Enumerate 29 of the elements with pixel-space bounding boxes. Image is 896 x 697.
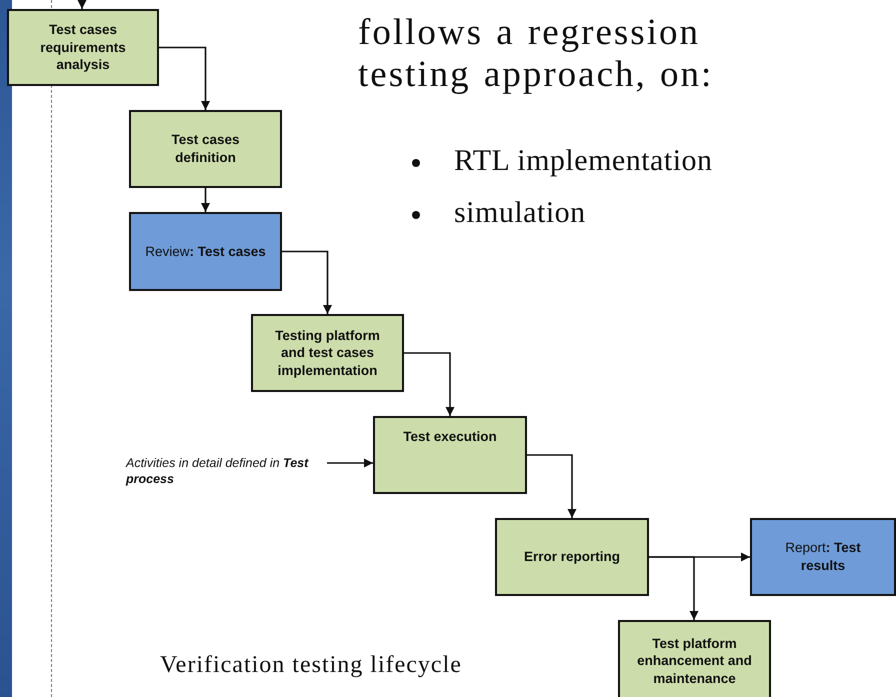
annotation-text: Activities in detail defined in Test process bbox=[126, 455, 316, 488]
arrow bbox=[201, 188, 210, 212]
arrow bbox=[159, 46, 210, 110]
box-label: Test cases requirements analysis bbox=[39, 21, 127, 74]
box-label: Test execution bbox=[403, 428, 497, 446]
lead-text: follows a regression testing approach, on: bbox=[358, 12, 714, 96]
bullet-text: RTL implementation bbox=[454, 144, 713, 178]
process-box bbox=[7, 9, 159, 86]
process-box bbox=[129, 110, 282, 188]
process-box bbox=[495, 518, 649, 596]
box-label: Test cases definition bbox=[170, 131, 241, 167]
review-box bbox=[750, 518, 896, 596]
box-label: Report: Test results bbox=[784, 539, 862, 575]
caption: Verification testing lifecycle bbox=[160, 652, 462, 679]
arrow bbox=[282, 250, 332, 314]
arrow bbox=[649, 556, 698, 620]
review-box bbox=[129, 212, 282, 291]
box-label: Test platform enhancement and maintenance bbox=[636, 634, 753, 688]
process-box bbox=[373, 416, 527, 494]
box-label: Review: Test cases bbox=[145, 242, 266, 260]
box-label: Error reporting bbox=[524, 548, 620, 566]
arrow bbox=[404, 352, 454, 416]
arrow bbox=[527, 454, 576, 518]
box-label: Testing platform and test cases implementation bbox=[274, 326, 381, 380]
bullet-text: simulation bbox=[454, 196, 586, 230]
arrow bbox=[327, 458, 373, 468]
process-box bbox=[251, 314, 404, 392]
process-box bbox=[618, 620, 771, 697]
arrow bbox=[78, 0, 86, 9]
